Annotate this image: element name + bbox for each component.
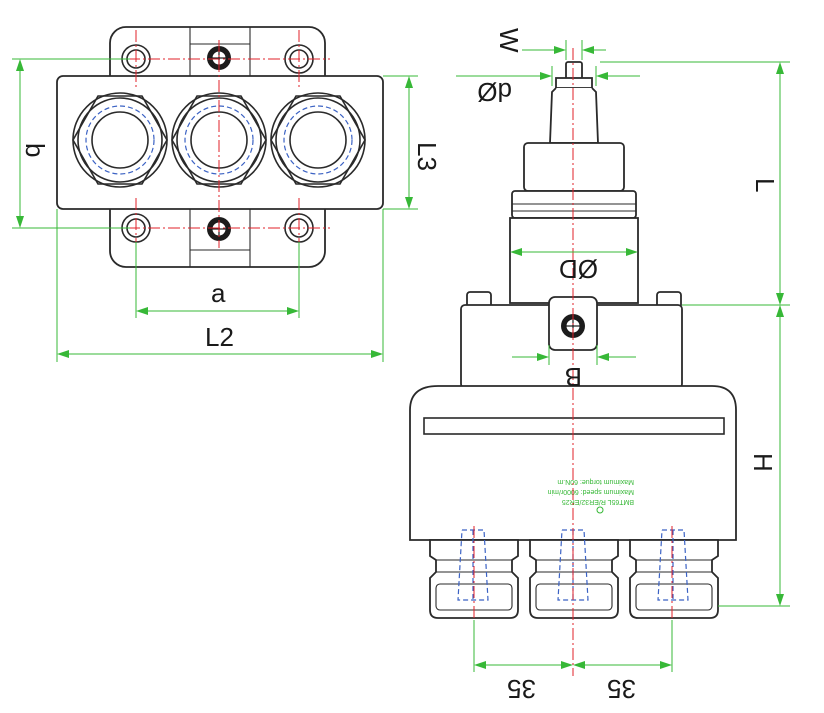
collet-nut-right <box>629 526 719 622</box>
dimension-a <box>135 242 300 318</box>
top-view-body <box>56 75 384 210</box>
label-spacing-right: 35 <box>607 674 636 704</box>
shank <box>509 142 639 304</box>
label-d: dØ <box>477 77 512 107</box>
label-a: a <box>211 278 226 308</box>
label-w: W <box>494 28 524 53</box>
label-b-upper: B <box>565 362 582 392</box>
dimension-l3 <box>383 75 418 210</box>
dimension-l2 <box>56 209 384 362</box>
set-screw-icon <box>207 46 231 70</box>
engraving-model: BMT65L R/ER32/ER25 <box>562 498 634 505</box>
clamp-screw-icon <box>561 314 585 338</box>
top-view: b L3 a L2 <box>12 26 442 362</box>
label-l2: L2 <box>205 322 234 352</box>
label-h: H <box>748 453 778 472</box>
label-l: L <box>750 178 780 192</box>
dimension-h <box>682 304 790 607</box>
engraving-speed: Maximum speed: 6000r/min <box>548 488 634 495</box>
dimension-spacing <box>473 620 673 672</box>
label-l3: L3 <box>412 142 442 171</box>
spindle-left <box>72 92 168 188</box>
spindle-right <box>270 92 366 188</box>
side-view: BMT65L R/ER32/ER25 Maximum speed: 6000r/… <box>409 28 790 704</box>
logo-mark-icon <box>596 506 604 514</box>
engraving: BMT65L R/ER32/ER25 Maximum speed: 6000r/… <box>548 478 634 505</box>
collet-nut-left <box>429 526 519 622</box>
dimension-w <box>522 40 606 60</box>
dimension-d <box>456 66 640 86</box>
label-spacing-left: 35 <box>507 674 536 704</box>
dimension-b <box>12 58 130 229</box>
engraving-torque: Maximum torque: 60N.m <box>557 478 634 485</box>
label-od: ØD <box>559 254 598 284</box>
drive-tang <box>549 61 599 144</box>
dimension-od <box>510 248 638 256</box>
label-b: b <box>20 143 50 157</box>
dimension-b-upper <box>512 345 636 365</box>
collet-nut-middle <box>529 529 619 619</box>
